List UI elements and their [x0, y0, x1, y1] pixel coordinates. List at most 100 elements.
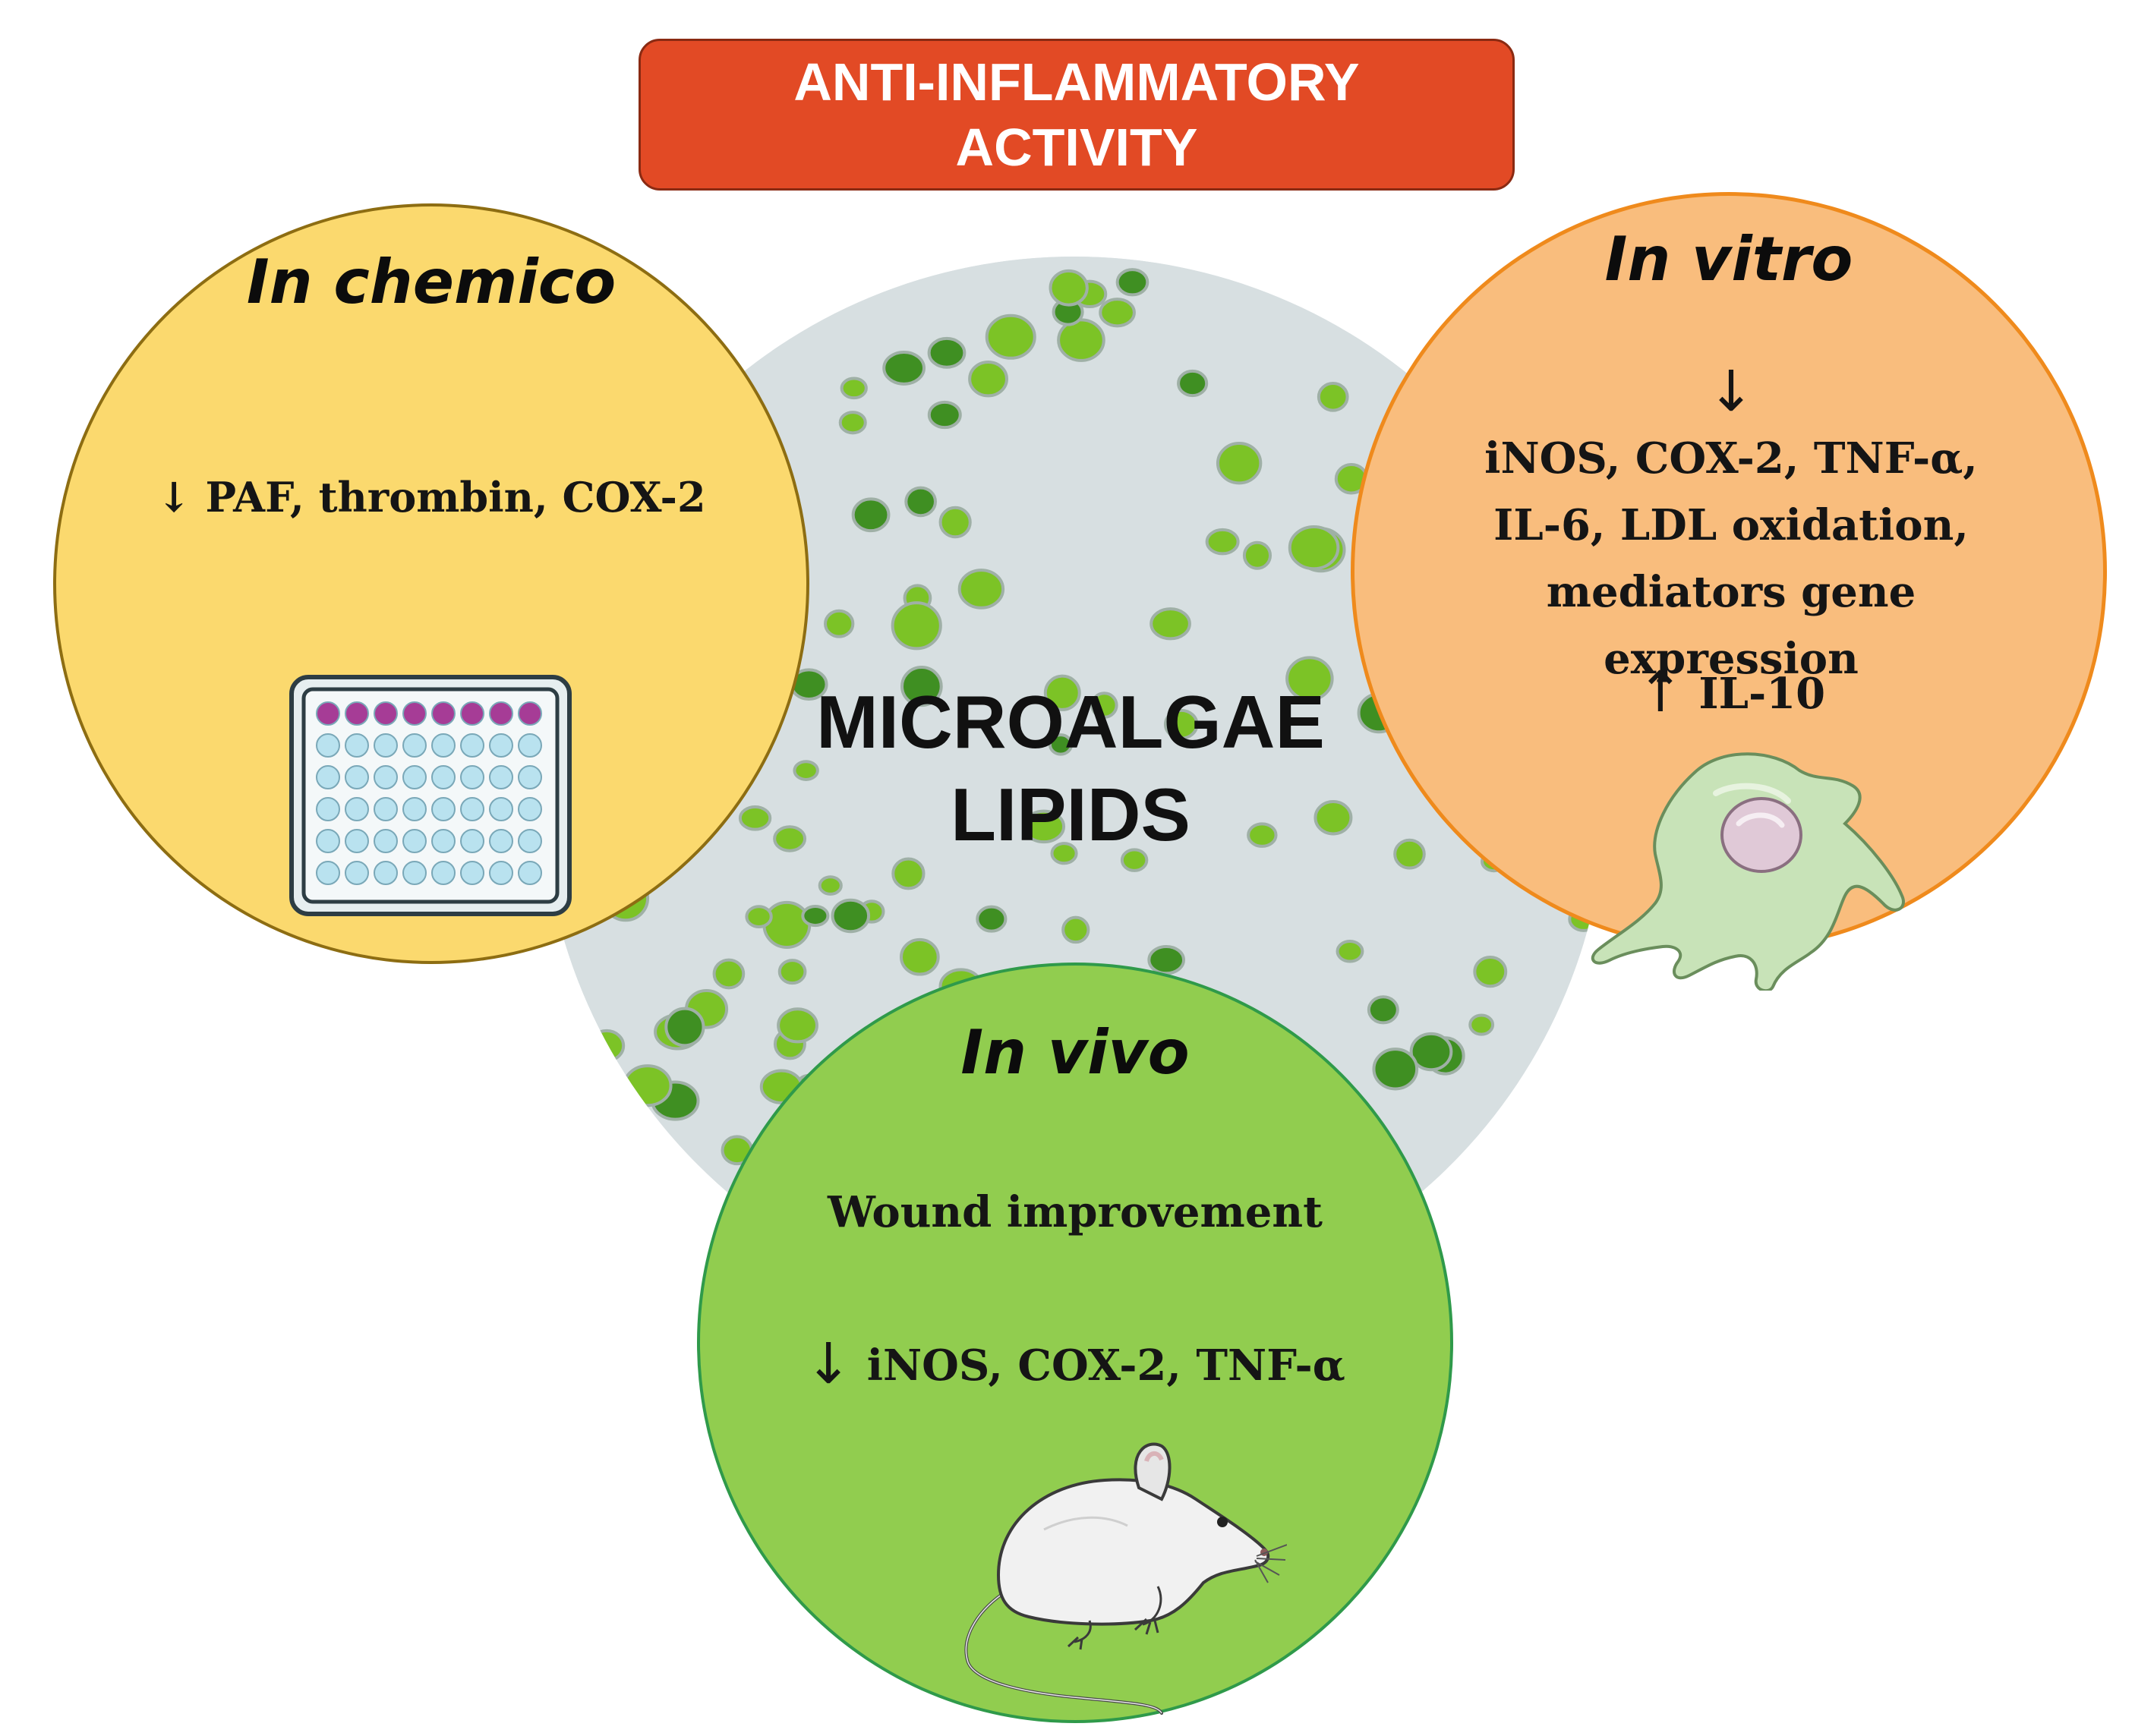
plate-well — [316, 829, 340, 853]
algae-cell — [851, 497, 891, 533]
algae-cell — [1022, 809, 1066, 844]
macrophage-cell-icon — [1591, 752, 1905, 991]
plate-well — [431, 861, 456, 885]
algae-cell — [572, 1057, 611, 1089]
algae-cell — [824, 609, 855, 638]
in-vitro-text: ↓ iNOS, COX-2, TNF-α, IL-6, LDL oxidatio… — [1397, 358, 2065, 692]
plate-well — [374, 765, 398, 789]
plate-well — [374, 829, 398, 853]
plate-well — [374, 861, 398, 885]
algae-cell — [900, 666, 943, 707]
algae-cell — [1099, 298, 1136, 328]
in-vitro-upregulated: ↑ IL-10 — [1397, 662, 2065, 724]
center-line-1: MICROALGAE — [816, 680, 1325, 764]
in-vitro-heading: In vitro — [1604, 224, 1853, 295]
algae-cell — [1090, 692, 1118, 719]
algae-cell — [1468, 1013, 1495, 1036]
algae-cell — [891, 601, 942, 651]
algae-cell — [904, 486, 937, 518]
algae-cell — [1285, 656, 1334, 701]
plate-well — [345, 701, 369, 726]
down-arrow-icon: ↓ — [1707, 359, 1755, 424]
plate-well — [518, 861, 542, 885]
plate-well — [345, 765, 369, 789]
plate-well — [460, 701, 484, 726]
plate-well — [345, 829, 369, 853]
mouse-icon — [964, 1442, 1287, 1715]
algae-cell — [651, 257, 698, 291]
in-vitro-line-4: expression — [1604, 634, 1859, 684]
algae-cell — [745, 905, 773, 928]
in-vivo-text-wound: Wound improvement — [828, 1187, 1323, 1237]
plate-well — [518, 797, 542, 821]
plate-well — [316, 701, 340, 726]
plate-well — [316, 861, 340, 885]
algae-cell — [664, 1007, 705, 1048]
plate-well — [489, 829, 513, 853]
algae-cell — [1115, 268, 1149, 297]
algae-cell — [1336, 940, 1364, 963]
plate-well — [431, 765, 456, 789]
algae-cell — [1177, 369, 1209, 398]
algae-cell — [1149, 607, 1191, 641]
plate-well — [489, 765, 513, 789]
algae-cell — [1288, 525, 1340, 571]
plate-well — [460, 829, 484, 853]
algae-cell — [838, 411, 867, 435]
algae-cell — [1205, 528, 1240, 556]
plate-well — [345, 861, 369, 885]
algae-cell — [976, 905, 1008, 933]
plate-well — [316, 733, 340, 758]
algae-cell — [818, 875, 843, 896]
microplate-icon — [289, 675, 572, 916]
in-chemico-heading: In chemico — [246, 247, 617, 317]
algae-cell — [1372, 1048, 1419, 1091]
algae-cell — [1120, 848, 1149, 872]
algae-cell — [1473, 956, 1508, 988]
plate-well — [518, 733, 542, 758]
title-line-1: ANTI-INFLAMMATORY — [793, 52, 1360, 112]
plate-well — [374, 701, 398, 726]
in-vivo-text-markers: ↓ iNOS, COX-2, TNF-α — [805, 1331, 1345, 1397]
plate-well — [431, 829, 456, 853]
in-vitro-line-3: mediators gene — [1546, 567, 1916, 617]
plate-well — [431, 797, 456, 821]
plate-well — [489, 861, 513, 885]
algae-cell — [1367, 995, 1399, 1025]
plate-well — [316, 797, 340, 821]
plate-well — [460, 797, 484, 821]
algae-cell — [623, 1064, 673, 1107]
microalgae-lipids-label: MICROALGAE LIPIDS — [744, 676, 1397, 861]
algae-cell — [1050, 842, 1078, 865]
plate-well — [460, 733, 484, 758]
algae-cell — [705, 285, 755, 335]
plate-well — [402, 765, 427, 789]
algae-cell — [777, 959, 807, 985]
center-line-2: LIPIDS — [951, 773, 1190, 856]
plate-well — [460, 861, 484, 885]
plate-well — [518, 829, 542, 853]
plate-well — [374, 797, 398, 821]
algae-cell — [1279, 258, 1310, 284]
plate-well — [374, 733, 398, 758]
title-banner: ANTI-INFLAMMATORY ACTIVITY — [639, 39, 1515, 191]
algae-cell — [588, 1029, 626, 1063]
algae-cell — [1048, 733, 1074, 756]
plate-well — [402, 733, 427, 758]
algae-cell — [793, 760, 819, 781]
plate-well — [345, 733, 369, 758]
plate-well — [402, 829, 427, 853]
in-vitro-line-2: IL-6, LDL oxidation, — [1493, 500, 1969, 550]
algae-cell — [1247, 822, 1278, 848]
algae-cell — [712, 958, 746, 990]
algae-cell — [1049, 269, 1089, 307]
algae-cell — [696, 257, 738, 274]
algae-cell — [1393, 838, 1426, 870]
plate-well — [345, 797, 369, 821]
down-arrow-icon: ↓ — [805, 1331, 853, 1397]
algae-cell — [773, 825, 807, 852]
algae-cell — [1242, 540, 1272, 570]
algae-cell — [1317, 382, 1349, 412]
algae-cell — [831, 898, 871, 934]
algae-cell — [1313, 800, 1353, 836]
